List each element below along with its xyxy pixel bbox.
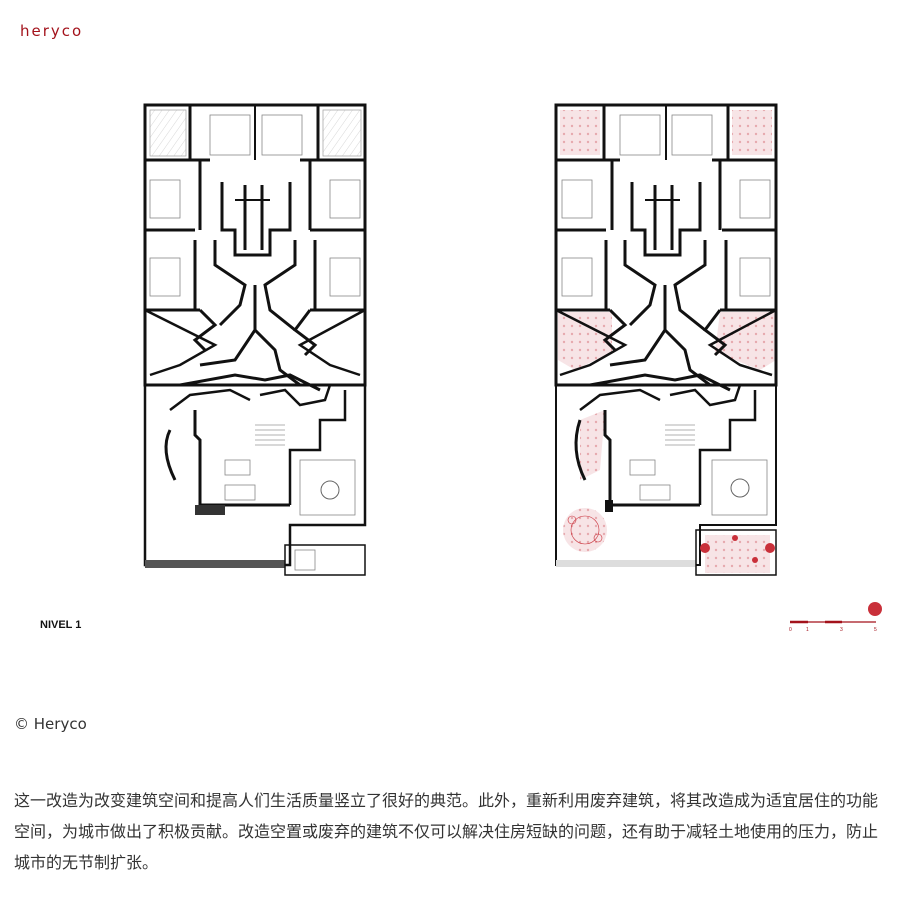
north-marker-icon xyxy=(868,602,882,616)
scale-tick-5: 5 xyxy=(874,627,877,633)
image-credit: © Heryco xyxy=(14,715,87,733)
scale-bar: 0 1 3 5 xyxy=(789,602,882,633)
floor-plans: 0 1 3 5 xyxy=(143,103,882,633)
level-label: NIVEL 1 xyxy=(40,619,82,631)
scale-tick-3: 3 xyxy=(840,627,843,633)
scale-tick-1: 1 xyxy=(806,627,809,633)
heryco-logo[interactable]: heryco xyxy=(20,22,84,40)
article-paragraph: 这一改造为改变建筑空间和提高人们生活质量竖立了很好的典范。此外，重新利用废弃建筑… xyxy=(14,791,879,872)
floor-plan-existing xyxy=(143,103,367,576)
floor-plan-proposed xyxy=(554,103,778,576)
scale-tick-0: 0 xyxy=(789,627,792,633)
